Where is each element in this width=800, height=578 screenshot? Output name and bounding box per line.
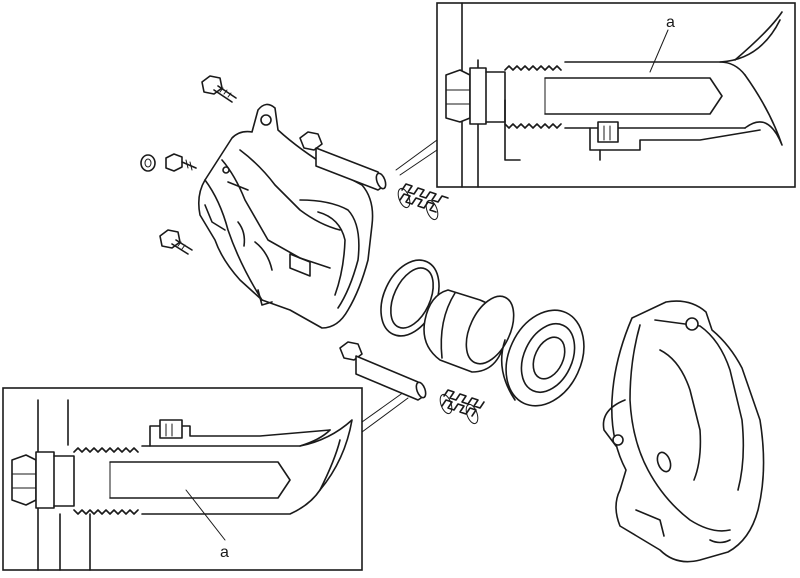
caliper-housing bbox=[198, 103, 374, 329]
spring-lower bbox=[439, 389, 485, 425]
spring-upper bbox=[397, 183, 449, 221]
guide-pin-lower bbox=[339, 341, 427, 401]
bottom-inset-guide-pin-section: a bbox=[2, 387, 363, 571]
mounting-bolt-lower bbox=[159, 229, 193, 255]
caliper-mounting-bracket bbox=[602, 300, 765, 563]
piston-dust-boot bbox=[500, 309, 585, 407]
bleeder-bolt bbox=[201, 75, 237, 103]
top-inset-guide-pin-section: a bbox=[436, 2, 796, 188]
piston bbox=[423, 289, 515, 373]
guide-pin-upper bbox=[299, 131, 387, 191]
bottom-inset-leader bbox=[361, 391, 409, 433]
top-inset-leader bbox=[395, 139, 438, 176]
dust-cap bbox=[140, 154, 156, 172]
bottom-callout-label: a bbox=[220, 544, 229, 561]
bleeder-screw bbox=[165, 153, 197, 172]
top-callout-label: a bbox=[666, 14, 675, 31]
